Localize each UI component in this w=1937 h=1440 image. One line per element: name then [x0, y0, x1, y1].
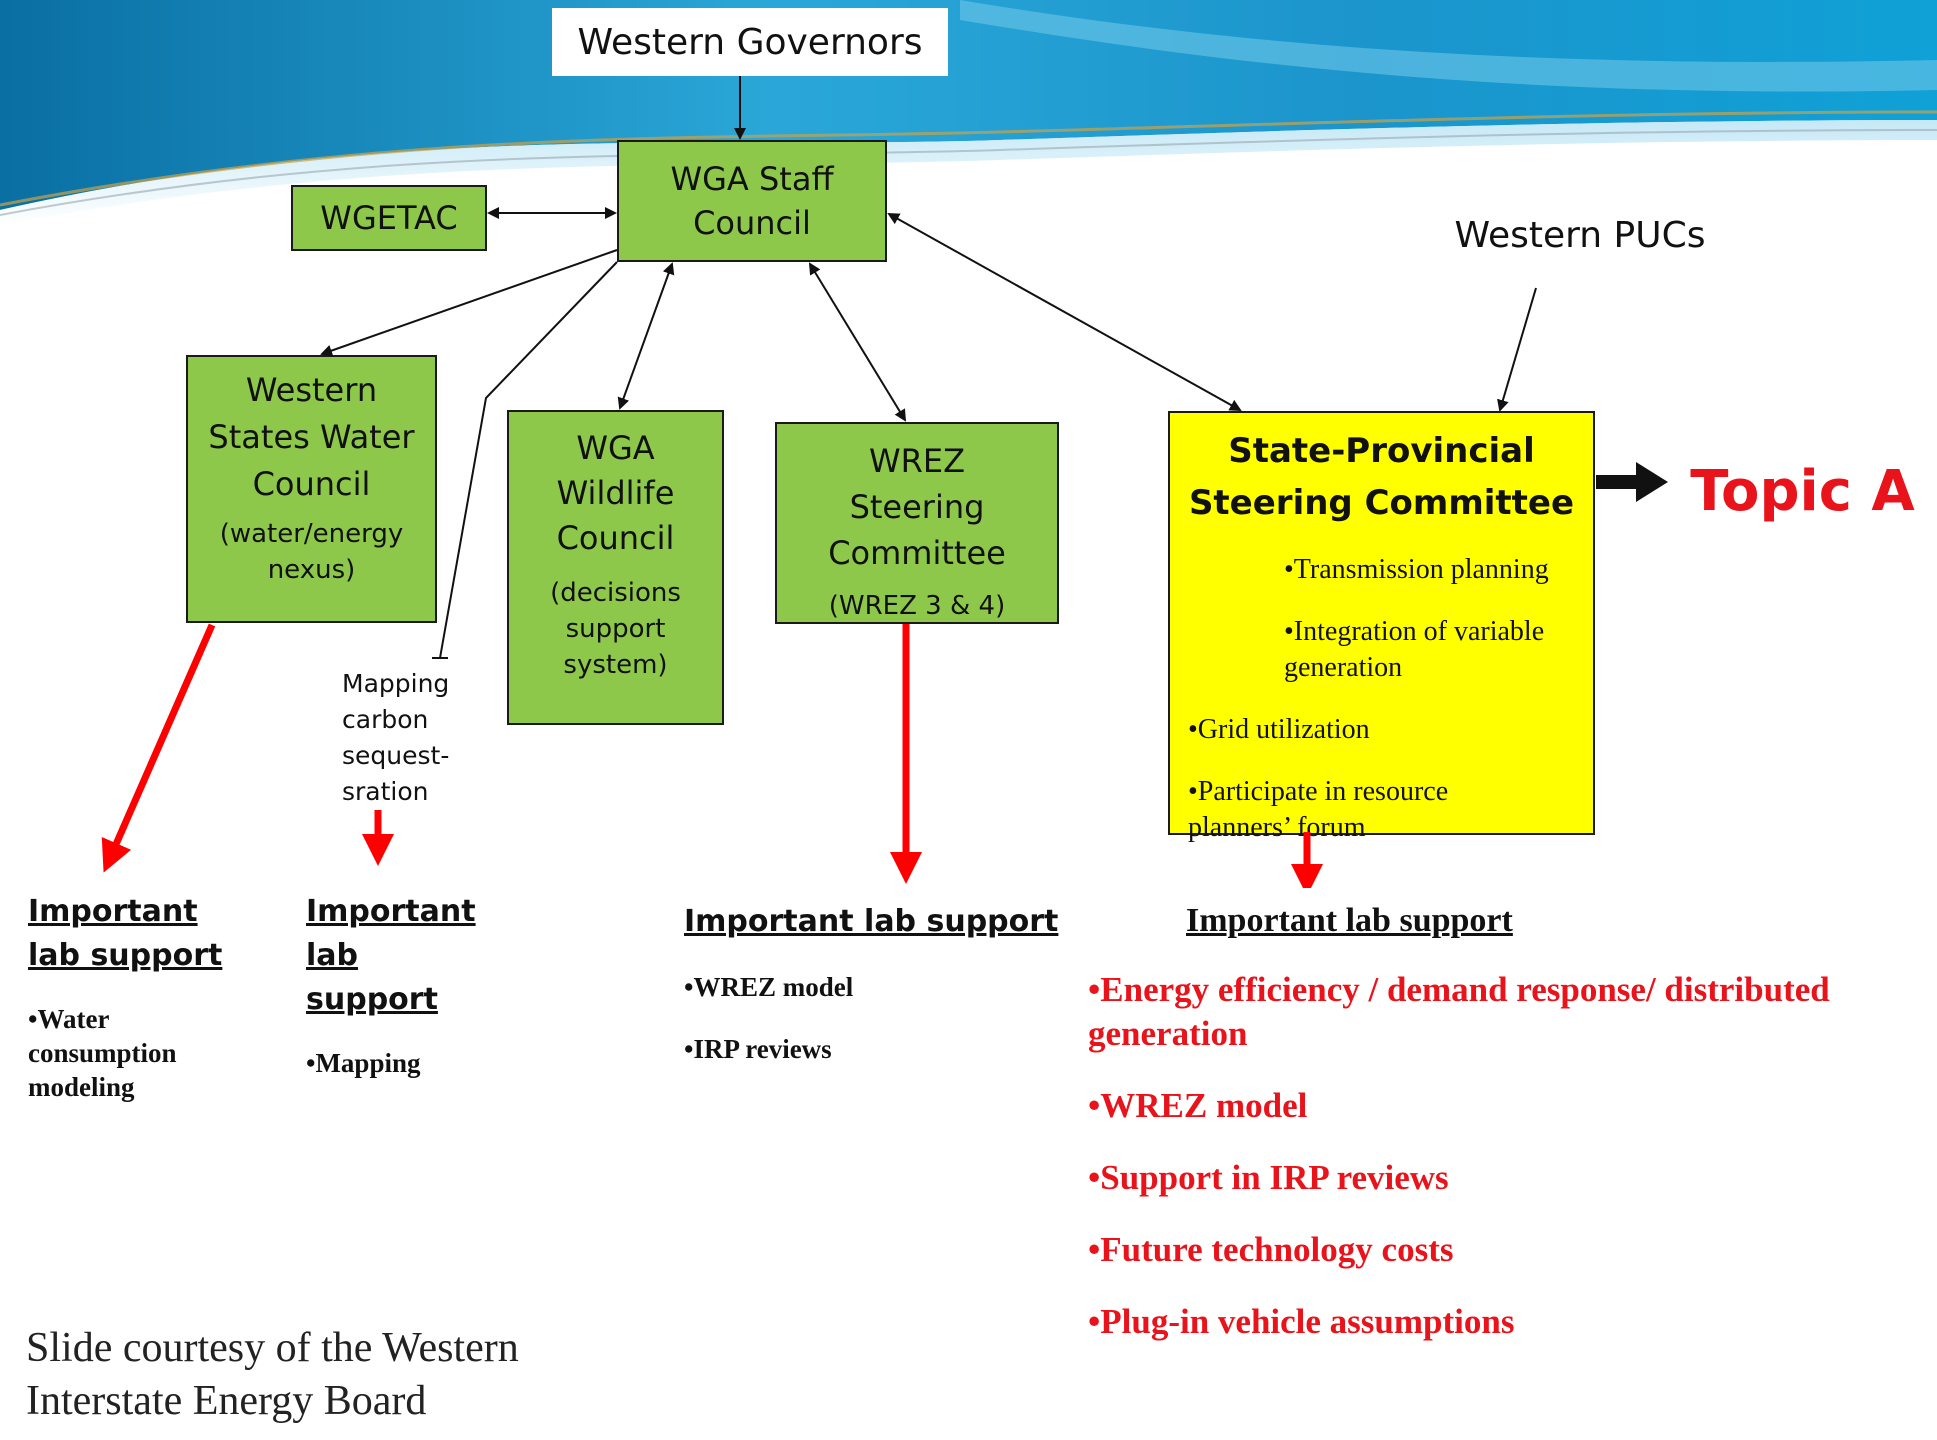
wrez-committee-sub: (WREZ 3 & 4) — [828, 591, 1006, 621]
wgetac-title: WGETAC — [320, 199, 458, 237]
lab-support-mapping: Important lab support •Mapping — [292, 876, 506, 1086]
lab-support-spsc-item: •Future technology costs — [1088, 1230, 1454, 1269]
spsc-title: State-Provincial Steering Committee — [1188, 431, 1575, 523]
western-pucs-label: Western PUCs — [1426, 200, 1734, 270]
lab-support-water: Important lab support •Water consumption… — [14, 876, 272, 1176]
lab-support-wrez-item: •IRP reviews — [684, 1034, 832, 1064]
lab-support-wrez-header: Important lab support — [684, 904, 1059, 939]
lab-support-water-header: Important lab support — [28, 894, 223, 973]
arrow-pucs-spsc — [1497, 287, 1537, 412]
water-council-box: Western States Water Council (water/ener… — [186, 355, 437, 623]
arrow-spsc-topic-head — [1636, 462, 1668, 502]
lab-support-spsc-item: •Energy efficiency / demand response/ di… — [1088, 970, 1830, 1053]
lab-support-spsc-item: •WREZ model — [1088, 1086, 1308, 1125]
western-governors-label: Western Governors — [552, 8, 948, 76]
arrow-staff-water — [320, 249, 618, 357]
wga-staff-council-box: WGA Staff Council — [617, 140, 887, 262]
lab-support-mapping-header: Important lab support — [306, 894, 476, 1017]
topic-a-label: Topic A — [1668, 422, 1937, 560]
lab-support-spsc-item: •Support in IRP reviews — [1088, 1158, 1449, 1197]
arrow-staff-mapping — [439, 261, 618, 659]
arrow-staff-wrez — [808, 262, 907, 422]
lab-support-spsc-header: Important lab support — [1186, 902, 1513, 939]
lab-support-water-item: •Water consumption modeling — [28, 1004, 177, 1102]
wildlife-council-title: WGA Wildlife Council — [556, 429, 675, 557]
arrow-staff-wildlife — [617, 262, 675, 410]
lab-support-wrez-item: •WREZ model — [684, 972, 854, 1002]
lab-support-spsc-item: •Plug-in vehicle assumptions — [1088, 1302, 1515, 1341]
spsc-item: •Integration of variable generation — [1284, 616, 1545, 683]
arrow-staff-spsc — [887, 213, 1242, 411]
wga-staff-council-title: WGA Staff Council — [670, 160, 834, 242]
water-council-sub: (water/energy nexus) — [219, 519, 404, 585]
lab-support-mapping-item: •Mapping — [306, 1048, 421, 1078]
mapping-carbon-label: Mapping carbon sequest-sration — [330, 660, 506, 836]
wgetac-box: WGETAC — [291, 185, 487, 251]
wrez-committee-box: WREZ Steering Committee (WREZ 3 & 4) — [775, 422, 1059, 624]
red-arrow-water — [101, 623, 216, 873]
wrez-committee-title: WREZ Steering Committee — [828, 442, 1006, 572]
spsc-item: •Participate in resource planners’ forum — [1188, 776, 1449, 843]
wildlife-council-box: WGA Wildlife Council (decisions support … — [507, 410, 724, 725]
spsc-item: •Grid utilization — [1188, 714, 1370, 745]
lab-support-wrez: Important lab support •WREZ model •IRP r… — [668, 888, 1068, 1128]
header-wave — [0, 0, 1937, 225]
slide-credit: Slide courtesy of the Western Interstate… — [26, 1325, 519, 1424]
wildlife-council-sub: (decisions support system) — [550, 578, 681, 680]
spsc-item: •Transmission planning — [1284, 554, 1549, 585]
water-council-title: Western States Water Council — [208, 371, 415, 503]
spsc-box: State-Provincial Steering Committee — [1168, 411, 1595, 835]
lab-support-spsc: Important lab support •Energy efficiency… — [1070, 888, 1930, 1368]
